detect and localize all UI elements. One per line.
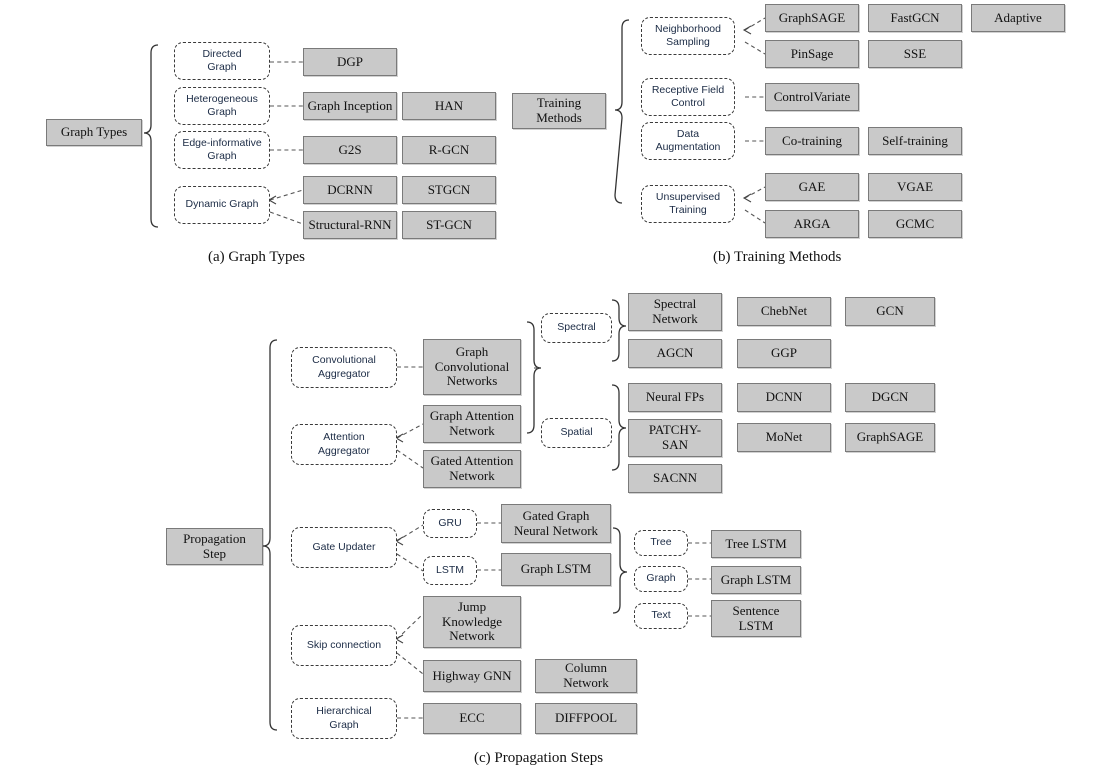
node-graph-types-root[interactable]: Graph Types	[46, 119, 142, 146]
node-controlvariate[interactable]: ControlVariate	[765, 83, 859, 111]
node-gae[interactable]: GAE	[765, 173, 859, 201]
node-gated-graph-neural-network[interactable]: Gated Graph Neural Network	[501, 504, 611, 543]
node-graph-inception[interactable]: Graph Inception	[303, 92, 397, 120]
node-data-augmentation[interactable]: Data Augmentation	[641, 122, 735, 160]
node-heterogeneous-graph[interactable]: Heterogeneous Graph	[174, 87, 270, 125]
node-highway-gnn[interactable]: Highway GNN	[423, 660, 521, 692]
node-fastgcn[interactable]: FastGCN	[868, 4, 962, 32]
node-graphsage-b[interactable]: GraphSAGE	[765, 4, 859, 32]
node-propagation-step-root[interactable]: Propagation Step	[166, 528, 263, 565]
node-hierarchical-graph[interactable]: Hierarchical Graph	[291, 698, 397, 739]
node-dgcn[interactable]: DGCN	[845, 383, 935, 412]
node-receptive-field-control[interactable]: Receptive Field Control	[641, 78, 735, 116]
node-convolutional-aggregator[interactable]: Convolutional Aggregator	[291, 347, 397, 388]
node-training-methods-root[interactable]: Training Methods	[512, 93, 606, 129]
node-gated-attention-network[interactable]: Gated Attention Network	[423, 450, 521, 488]
caption-c: (c) Propagation Steps	[474, 750, 604, 766]
node-spectral[interactable]: Spectral	[541, 313, 612, 343]
node-neighborhood-sampling[interactable]: Neighborhood Sampling	[641, 17, 735, 55]
node-gcn[interactable]: GCN	[845, 297, 935, 326]
node-g2s[interactable]: G2S	[303, 136, 397, 164]
node-adaptive[interactable]: Adaptive	[971, 4, 1065, 32]
node-dynamic-graph[interactable]: Dynamic Graph	[174, 186, 270, 224]
node-stgcn[interactable]: STGCN	[402, 176, 496, 204]
node-patchy-san[interactable]: PATCHY- SAN	[628, 419, 722, 457]
node-sentence-lstm[interactable]: Sentence LSTM	[711, 600, 801, 637]
node-lstm[interactable]: LSTM	[423, 556, 477, 585]
caption-b: (b) Training Methods	[713, 249, 842, 265]
node-structural-rnn[interactable]: Structural-RNN	[303, 211, 397, 239]
node-directed-graph[interactable]: Directed Graph	[174, 42, 270, 80]
node-graph[interactable]: Graph	[634, 566, 688, 592]
node-skip-connection[interactable]: Skip connection	[291, 625, 397, 666]
node-gru[interactable]: GRU	[423, 509, 477, 538]
node-chebnet[interactable]: ChebNet	[737, 297, 831, 326]
node-column-network[interactable]: Column Network	[535, 659, 637, 693]
node-dcrnn[interactable]: DCRNN	[303, 176, 397, 204]
node-gate-updater[interactable]: Gate Updater	[291, 527, 397, 568]
node-tree-lstm[interactable]: Tree LSTM	[711, 530, 801, 558]
node-graph-attention-network[interactable]: Graph Attention Network	[423, 405, 521, 443]
node-dcnn[interactable]: DCNN	[737, 383, 831, 412]
node-diffpool[interactable]: DIFFPOOL	[535, 703, 637, 734]
node-co-training[interactable]: Co-training	[765, 127, 859, 155]
node-tree[interactable]: Tree	[634, 530, 688, 556]
node-gcmc[interactable]: GCMC	[868, 210, 962, 238]
node-vgae[interactable]: VGAE	[868, 173, 962, 201]
node-attention-aggregator[interactable]: Attention Aggregator	[291, 424, 397, 465]
node-sse[interactable]: SSE	[868, 40, 962, 68]
node-pinsage[interactable]: PinSage	[765, 40, 859, 68]
node-spectral-network[interactable]: Spectral Network	[628, 293, 722, 331]
node-dgp[interactable]: DGP	[303, 48, 397, 76]
node-graph-convolutional-networks[interactable]: Graph Convolutional Networks	[423, 339, 521, 395]
node-edge-informative-graph[interactable]: Edge-informative Graph	[174, 131, 270, 169]
node-r-gcn[interactable]: R-GCN	[402, 136, 496, 164]
node-sacnn[interactable]: SACNN	[628, 464, 722, 493]
node-ggp[interactable]: GGP	[737, 339, 831, 368]
node-agcn[interactable]: AGCN	[628, 339, 722, 368]
node-graphsage-c[interactable]: GraphSAGE	[845, 423, 935, 452]
node-jump-knowledge-network[interactable]: Jump Knowledge Network	[423, 596, 521, 648]
node-text[interactable]: Text	[634, 603, 688, 629]
node-unsupervised-training[interactable]: Unsupervised Training	[641, 185, 735, 223]
caption-a: (a) Graph Types	[208, 249, 305, 265]
node-han[interactable]: HAN	[402, 92, 496, 120]
node-arga[interactable]: ARGA	[765, 210, 859, 238]
node-neural-fps[interactable]: Neural FPs	[628, 383, 722, 412]
node-st-gcn[interactable]: ST-GCN	[402, 211, 496, 239]
node-graph-lstm[interactable]: Graph LSTM	[501, 553, 611, 586]
node-graph-lstm-sub[interactable]: Graph LSTM	[711, 566, 801, 594]
node-ecc[interactable]: ECC	[423, 703, 521, 734]
node-spatial[interactable]: Spatial	[541, 418, 612, 448]
node-self-training[interactable]: Self-training	[868, 127, 962, 155]
node-monet[interactable]: MoNet	[737, 423, 831, 452]
